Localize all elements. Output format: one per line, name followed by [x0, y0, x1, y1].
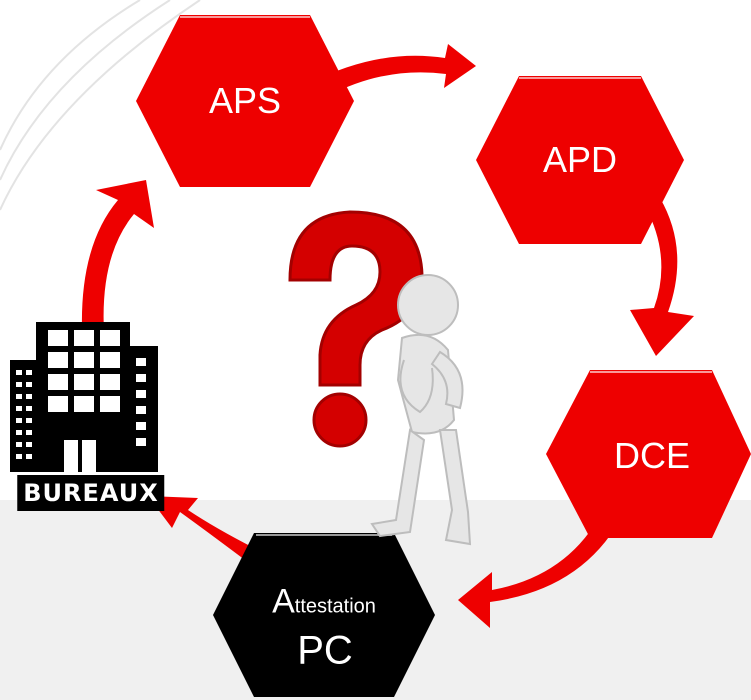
arrow-aps-apd: [312, 44, 476, 96]
hexagon-highlights: [180, 16, 712, 536]
decorative-arcs: [0, 0, 201, 211]
label-pc: PC: [297, 628, 353, 673]
cycle-arrows: [81, 44, 694, 628]
hexagon-pc: [213, 533, 435, 697]
label-attestation: Attestation: [272, 583, 376, 622]
hexagon-apd: [476, 76, 684, 244]
building-icon: [10, 322, 158, 472]
arrow-bureaux-aps: [81, 180, 154, 332]
label-bureaux: BUREAUX: [17, 475, 165, 511]
arrow-pc-bureaux: [148, 496, 254, 560]
hexagon-aps: [136, 15, 354, 187]
label-attestation-rest: ttestation: [294, 595, 376, 618]
label-attestation-initial: A: [272, 582, 295, 621]
arrow-apd-dce: [630, 198, 694, 356]
thinking-figure-icon: [370, 274, 472, 546]
arrow-dce-pc: [458, 512, 620, 628]
hexagon-dce: [546, 370, 751, 538]
question-mark-icon: [288, 210, 424, 448]
